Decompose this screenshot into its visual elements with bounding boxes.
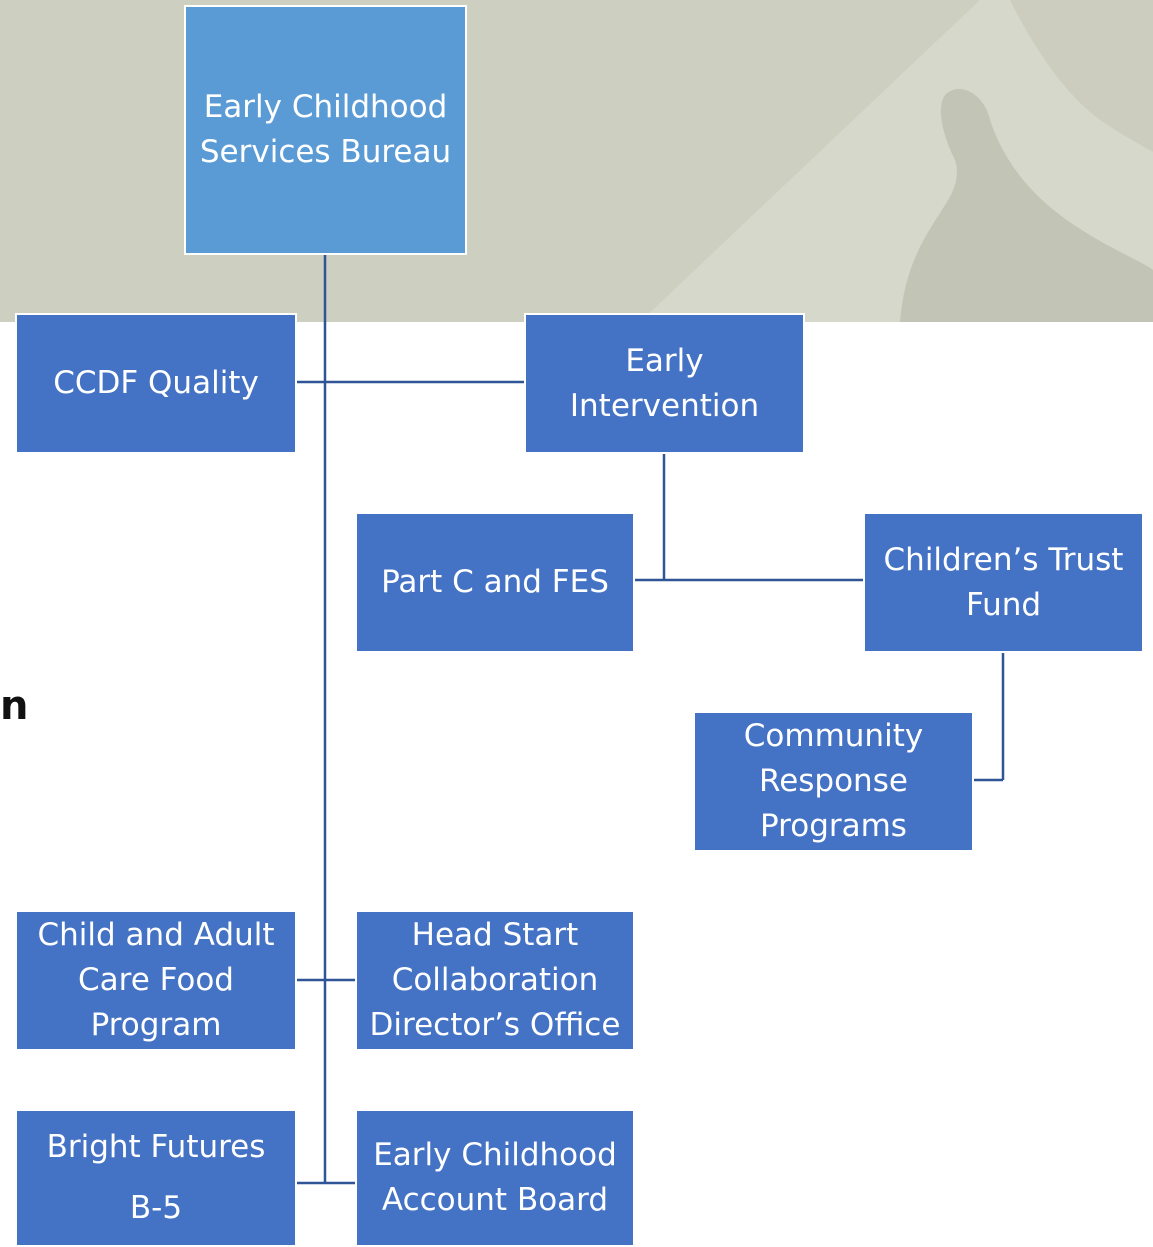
box-label: Early Childhood (373, 1137, 617, 1173)
banner-silhouette-graphic (640, 0, 1153, 322)
box-label: CCDF Quality (53, 365, 259, 401)
box-label: Care Food (78, 962, 234, 998)
box-label: Early (625, 342, 704, 379)
box-label: Response (759, 763, 908, 799)
box-label: Early Childhood (203, 89, 448, 125)
box-label: Children’s Trust (883, 541, 1124, 578)
head-start-collaboration-box: Head Start Collaboration Director’s Offi… (355, 910, 635, 1051)
box-label: Fund (965, 586, 1042, 623)
box-label: Intervention (569, 387, 760, 424)
box-label: B-5 (129, 1190, 183, 1226)
early-childhood-account-board-box: Early Childhood Account Board (355, 1109, 635, 1247)
box-label: Child and Adult (37, 917, 275, 953)
community-response-programs-box: Community Response Programs (693, 711, 974, 852)
part-c-and-fes-box: Part C and FES (355, 512, 635, 653)
box-label: Account Board (381, 1182, 609, 1218)
box-label: Bright Futures (46, 1129, 266, 1165)
child-and-adult-care-food-program-box: Child and Adult Care Food Program (15, 910, 297, 1051)
bright-futures-b5-box: Bright Futures B-5 (15, 1109, 297, 1247)
box-label: Director’s Office (369, 1007, 621, 1043)
ccdf-quality-box: CCDF Quality (15, 313, 297, 454)
childrens-trust-fund-box: Children’s Trust Fund (863, 512, 1144, 653)
early-intervention-box: Early Intervention (524, 313, 805, 454)
box-label: Program (90, 1007, 222, 1043)
header-banner (0, 0, 1153, 322)
box-label: Head Start (411, 917, 579, 953)
box-label: Programs (760, 808, 907, 844)
box-label: Services Bureau (199, 134, 452, 170)
box-label: Collaboration (391, 962, 599, 998)
box-label: Community (743, 718, 924, 754)
box-label: Part C and FES (381, 564, 609, 600)
early-childhood-services-bureau-box: Early Childhood Services Bureau (184, 5, 467, 255)
cropped-edge-text: n (0, 683, 29, 729)
